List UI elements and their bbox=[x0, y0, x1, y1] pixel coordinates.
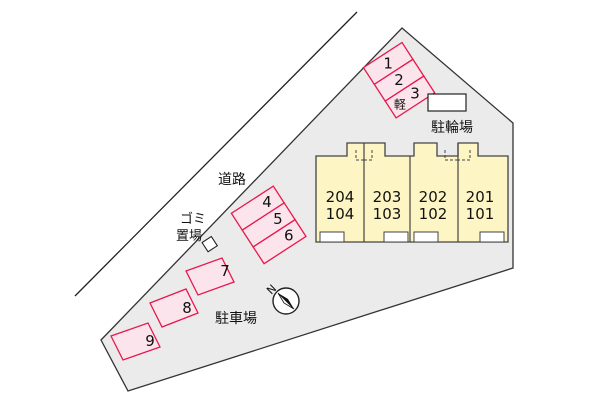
balcony-unit-2 bbox=[383, 231, 409, 243]
unit-203: 203 bbox=[373, 188, 402, 206]
parking-group-lower: 7 8 9 bbox=[110, 257, 235, 361]
unit-202: 202 bbox=[419, 188, 448, 206]
parking-space-1-label: 1 bbox=[383, 54, 393, 72]
garbage-label-line2: 置場 bbox=[176, 229, 202, 244]
parking-space-9 bbox=[110, 322, 161, 361]
north-arrow-icon bbox=[272, 287, 300, 315]
entry-dash-4 bbox=[458, 150, 471, 161]
garbage-box bbox=[201, 235, 219, 253]
balcony-unit-3 bbox=[413, 231, 439, 243]
lot-outline bbox=[100, 27, 514, 392]
parking-space-2-label: 2 bbox=[394, 71, 404, 89]
parking-group-middle: 4 5 6 bbox=[230, 185, 307, 265]
parking-space-9-label: 9 bbox=[145, 332, 155, 350]
entry-dash-2 bbox=[364, 150, 373, 161]
unit-201: 201 bbox=[466, 188, 495, 206]
balcony-unit-1 bbox=[319, 231, 345, 243]
parking-space-8 bbox=[149, 288, 199, 328]
bike-parking-label: 駐輪場 bbox=[431, 119, 473, 136]
parking-space-7-label: 7 bbox=[220, 262, 230, 280]
parking-space-3 bbox=[384, 75, 436, 119]
parking-space-4-label: 4 bbox=[262, 193, 272, 211]
parking-space-6 bbox=[252, 218, 307, 265]
car-parking-label: 駐車場 bbox=[215, 310, 257, 327]
apartment-building: 204 104 203 103 202 102 201 101 bbox=[315, 142, 509, 243]
road-label: 道路 bbox=[218, 172, 246, 188]
unit-102: 102 bbox=[419, 205, 448, 223]
entry-dash-1 bbox=[355, 150, 364, 161]
unit-104: 104 bbox=[326, 205, 355, 223]
unit-204: 204 bbox=[326, 188, 355, 206]
parking-space-7 bbox=[185, 257, 235, 296]
balcony-unit-4 bbox=[479, 231, 505, 243]
unit-103: 103 bbox=[373, 205, 402, 223]
road-edge-line bbox=[74, 11, 358, 297]
parking-space-6-label: 6 bbox=[284, 227, 294, 245]
bike-parking-rack bbox=[427, 93, 467, 112]
parking-group-top: 1 2 3 軽 bbox=[362, 41, 436, 119]
unit-101: 101 bbox=[466, 205, 495, 223]
light-vehicle-label: 軽 bbox=[394, 98, 406, 112]
garbage-label-line1: ゴミ bbox=[180, 211, 206, 227]
parking-space-5-label: 5 bbox=[273, 210, 283, 228]
entry-dash-3 bbox=[444, 150, 458, 161]
parking-space-3-label: 3 bbox=[410, 85, 420, 103]
parking-space-8-label: 8 bbox=[182, 299, 192, 317]
